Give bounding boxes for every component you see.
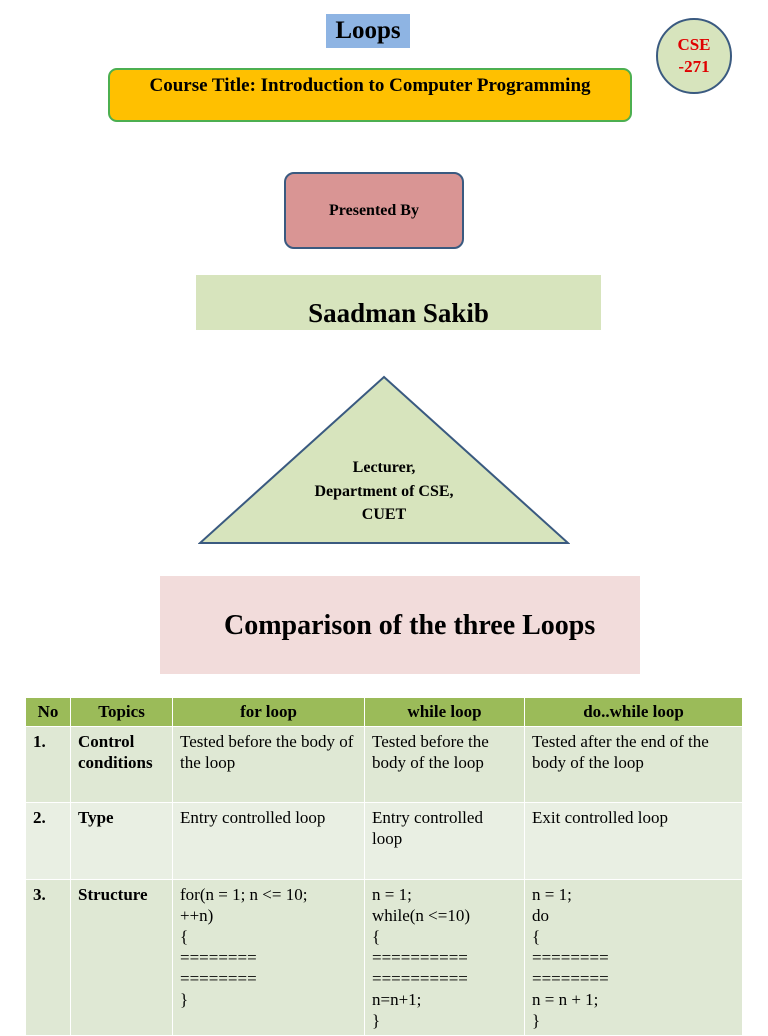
slide-title: Loops: [326, 14, 410, 48]
table-header-row: No Topics for loop while loop do..while …: [25, 697, 743, 727]
header-for-loop: for loop: [172, 697, 365, 727]
row-topic: Control conditions: [70, 726, 173, 803]
comparison-table: No Topics for loop while loop do..while …: [25, 697, 743, 1036]
header-do-while-loop: do..while loop: [524, 697, 743, 727]
row-number: 3.: [25, 879, 71, 1036]
designation-triangle: [198, 375, 570, 544]
cell-while-loop: n = 1; while(n <=10) { ========== ======…: [364, 879, 525, 1036]
cell-for-loop: Entry controlled loop: [172, 802, 365, 880]
table-row: 2. Type Entry controlled loop Entry cont…: [25, 802, 743, 880]
row-number: 2.: [25, 802, 71, 880]
designation-text: Lecturer, Department of CSE, CUET: [264, 456, 504, 527]
table-row: 3. Structure for(n = 1; n <= 10; ++n) { …: [25, 879, 743, 1036]
header-while-loop: while loop: [364, 697, 525, 727]
course-title-banner: Course Title: Introduction to Computer P…: [108, 68, 632, 122]
row-topic: Type: [70, 802, 173, 880]
cell-do-while-loop: Exit controlled loop: [524, 802, 743, 880]
cell-for-loop: Tested before the body of the loop: [172, 726, 365, 803]
cell-for-loop: for(n = 1; n <= 10; ++n) { ======== ====…: [172, 879, 365, 1036]
table-row: 1. Control conditions Tested before the …: [25, 726, 743, 803]
course-code-badge: CSE -271: [656, 18, 732, 94]
row-topic: Structure: [70, 879, 173, 1036]
course-code-line2: -271: [678, 57, 710, 76]
header-topics: Topics: [70, 697, 173, 727]
presented-by-box: Presented By: [284, 172, 464, 249]
row-number: 1.: [25, 726, 71, 803]
designation-line3: CUET: [361, 506, 407, 523]
header-no: No: [25, 697, 71, 727]
course-code-line1: CSE: [677, 35, 711, 54]
cell-while-loop: Tested before the body of the loop: [364, 726, 525, 803]
cell-while-loop: Entry controlled loop: [364, 802, 525, 880]
comparison-heading: Comparison of the three Loops: [160, 576, 640, 674]
presenter-name: Saadman Sakib: [196, 275, 601, 330]
cell-do-while-loop: Tested after the end of the body of the …: [524, 726, 743, 803]
cell-do-while-loop: n = 1; do { ======== ======== n = n + 1;…: [524, 879, 743, 1036]
designation-line2: Department of CSE,: [314, 482, 454, 500]
designation-line1: Lecturer,: [352, 459, 416, 476]
